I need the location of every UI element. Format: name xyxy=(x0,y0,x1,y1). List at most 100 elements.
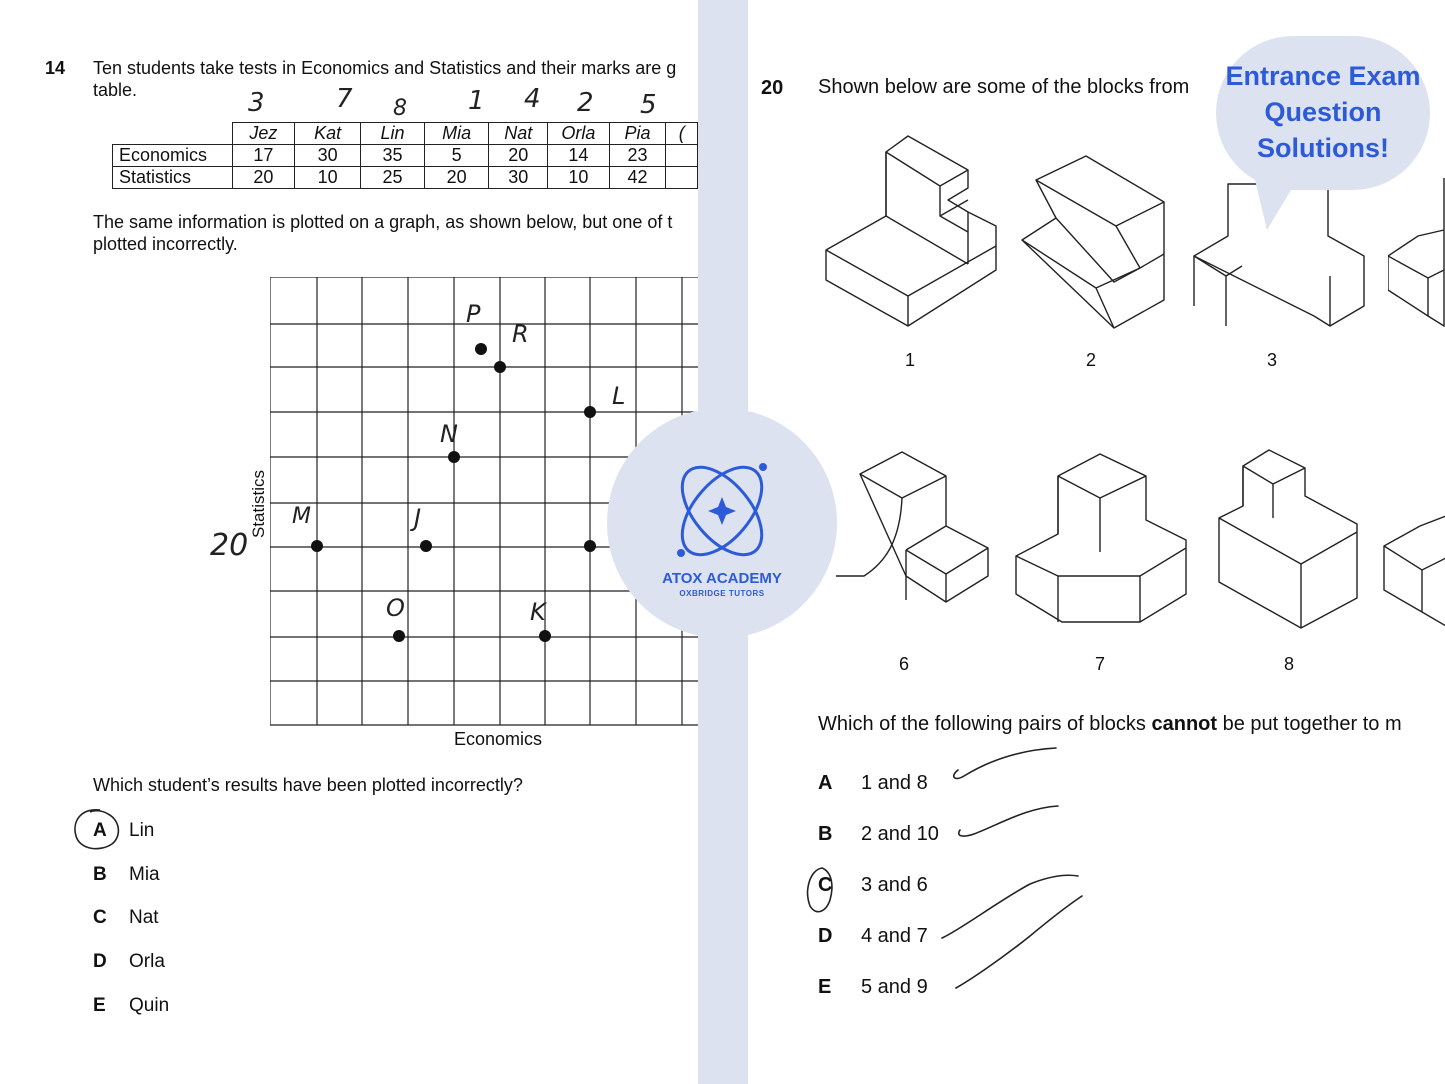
table-cell: 20 xyxy=(231,166,296,189)
table-header: ( xyxy=(665,122,698,145)
hand-label-k: K xyxy=(530,598,546,626)
block-label: 8 xyxy=(1284,654,1295,674)
block-label: 2 xyxy=(1086,350,1097,370)
table-header: Pia xyxy=(608,122,667,145)
hand-rank-kat: 7 xyxy=(336,84,353,114)
data-point xyxy=(584,540,596,552)
option-letter: D xyxy=(818,925,833,947)
table-header: Kat xyxy=(294,122,362,145)
table-cell: 35 xyxy=(360,144,425,167)
data-point xyxy=(448,451,460,463)
hand-rank-mia: 1 xyxy=(468,86,485,116)
block-label: 7 xyxy=(1095,654,1106,674)
question-number: 20 xyxy=(761,77,784,99)
question-text-line1: Ten students take tests in Economics and… xyxy=(93,58,677,78)
option-text: 1 and 8 xyxy=(861,772,928,794)
left-page-question-14: 14 Ten students take tests in Economics … xyxy=(0,0,698,1084)
table-cell: 20 xyxy=(423,166,490,189)
option-text: 4 and 7 xyxy=(861,925,928,947)
table-header: Lin xyxy=(360,122,425,145)
block-1-drawing xyxy=(825,135,997,327)
question-intro: Shown below are some of the blocks from xyxy=(818,76,1190,98)
hand-label-n: N xyxy=(440,420,458,448)
hand-rank-pia: 5 xyxy=(640,90,657,120)
data-point xyxy=(475,343,487,355)
table-cell xyxy=(665,166,698,189)
block-7-drawing xyxy=(1015,453,1187,623)
block-9-partial-drawing xyxy=(1383,515,1445,626)
question-prompt: Which of the following pairs of blocks c… xyxy=(818,713,1402,736)
block-4-partial-drawing xyxy=(1388,178,1445,328)
question-number: 14 xyxy=(45,58,66,78)
data-point xyxy=(311,540,323,552)
promo-line3: Solutions! xyxy=(1257,133,1389,163)
data-point xyxy=(393,630,405,642)
table-cell: 20 xyxy=(488,144,549,167)
hand-label-j: J xyxy=(414,504,422,532)
table-row-label: Economics xyxy=(112,144,233,167)
block-8-drawing xyxy=(1218,449,1358,629)
block-2-drawing xyxy=(1021,155,1165,329)
option-text: Orla xyxy=(129,951,165,972)
marks-table: Jez Kat Lin Mia Nat Orla Pia ( Economics… xyxy=(112,122,698,189)
hand-label-r: R xyxy=(512,320,529,348)
block-label: 1 xyxy=(905,350,916,370)
hand-circle-answer-a xyxy=(74,809,120,850)
table-cell: 30 xyxy=(294,144,362,167)
option-letter: E xyxy=(93,995,106,1016)
table-cell xyxy=(665,144,698,167)
prompt-pre: Which of the following pairs of blocks xyxy=(818,713,1152,735)
option-letter: B xyxy=(93,864,107,885)
table-header: Mia xyxy=(423,122,490,145)
option-letter: A xyxy=(93,820,107,841)
table-row-label: Statistics xyxy=(112,166,233,189)
y-axis-label: Statistics xyxy=(249,469,268,539)
table-cell: 14 xyxy=(547,144,610,167)
hand-y-mark: 20 xyxy=(210,528,249,563)
option-text: Nat xyxy=(129,907,159,928)
promo-speech-bubble xyxy=(1216,36,1430,190)
table-cell: 42 xyxy=(608,166,667,189)
table-cell: 17 xyxy=(231,144,296,167)
hand-tick-marks xyxy=(806,747,1083,989)
promo-line2: Question xyxy=(1264,97,1382,127)
table-cell: 25 xyxy=(360,166,425,189)
x-axis-label: Economics xyxy=(454,729,543,749)
promo-line1: Entrance Exam xyxy=(1225,61,1421,91)
table-header: Nat xyxy=(488,122,549,145)
table-cell: 10 xyxy=(294,166,362,189)
option-text: Mia xyxy=(129,864,160,885)
right-page-question-20: 20 Shown below are some of the blocks fr… xyxy=(748,0,1445,1084)
speech-bubble-tail xyxy=(1255,180,1297,230)
logo-tagline: OXBRIDGE TUTORS xyxy=(679,589,765,598)
question-prompt: Which student’s results have been plotte… xyxy=(93,775,523,795)
table-cell: 23 xyxy=(608,144,667,167)
table-cell: 30 xyxy=(488,166,549,189)
option-text: 3 and 6 xyxy=(861,874,928,896)
hand-rank-jez: 3 xyxy=(248,88,265,118)
option-text: 2 and 10 xyxy=(861,823,939,845)
table-header: Orla xyxy=(547,122,610,145)
hand-label-p: P xyxy=(466,300,481,328)
atom-logo-icon xyxy=(677,463,767,557)
option-letter: D xyxy=(93,951,107,972)
graph-intro-line1: The same information is plotted on a gra… xyxy=(93,212,673,232)
prompt-bold: cannot xyxy=(1151,713,1218,735)
hand-label-o: O xyxy=(386,594,405,622)
logo-name: ATOX ACADEMY xyxy=(662,570,782,587)
hand-rank-lin: 8 xyxy=(393,96,407,121)
option-text: Quin xyxy=(129,995,170,1016)
table-cell: 10 xyxy=(547,166,610,189)
block-3-drawing xyxy=(1193,183,1365,327)
hand-rank-nat: 4 xyxy=(524,84,541,114)
data-point xyxy=(539,630,551,642)
option-letter: C xyxy=(93,907,107,928)
table-cell: 5 xyxy=(423,144,490,167)
prompt-post: be put together to m xyxy=(1217,713,1402,735)
data-point xyxy=(494,361,506,373)
option-text: Lin xyxy=(129,820,155,841)
graph-intro-line2: plotted incorrectly. xyxy=(93,234,238,254)
table-header: Jez xyxy=(231,122,296,145)
block-6-drawing xyxy=(836,451,989,603)
option-letter: B xyxy=(818,823,833,845)
